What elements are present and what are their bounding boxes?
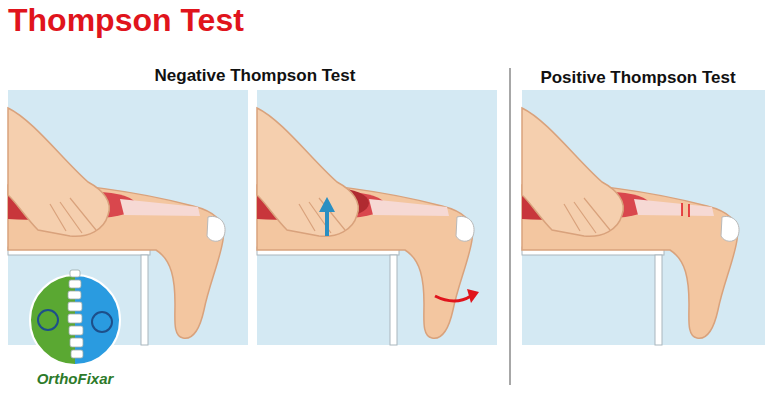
- page-title: Thompson Test: [8, 2, 244, 39]
- panel-heading: Negative Thompson Test: [155, 66, 356, 86]
- logo-emblem: [30, 270, 120, 365]
- divider-line: [509, 68, 511, 385]
- logo-text: OrthoFixar: [37, 370, 114, 387]
- panel-positive: [522, 90, 765, 345]
- panel-heading: Positive Thompson Test: [540, 68, 735, 88]
- panel-negative-squeeze: [257, 90, 497, 345]
